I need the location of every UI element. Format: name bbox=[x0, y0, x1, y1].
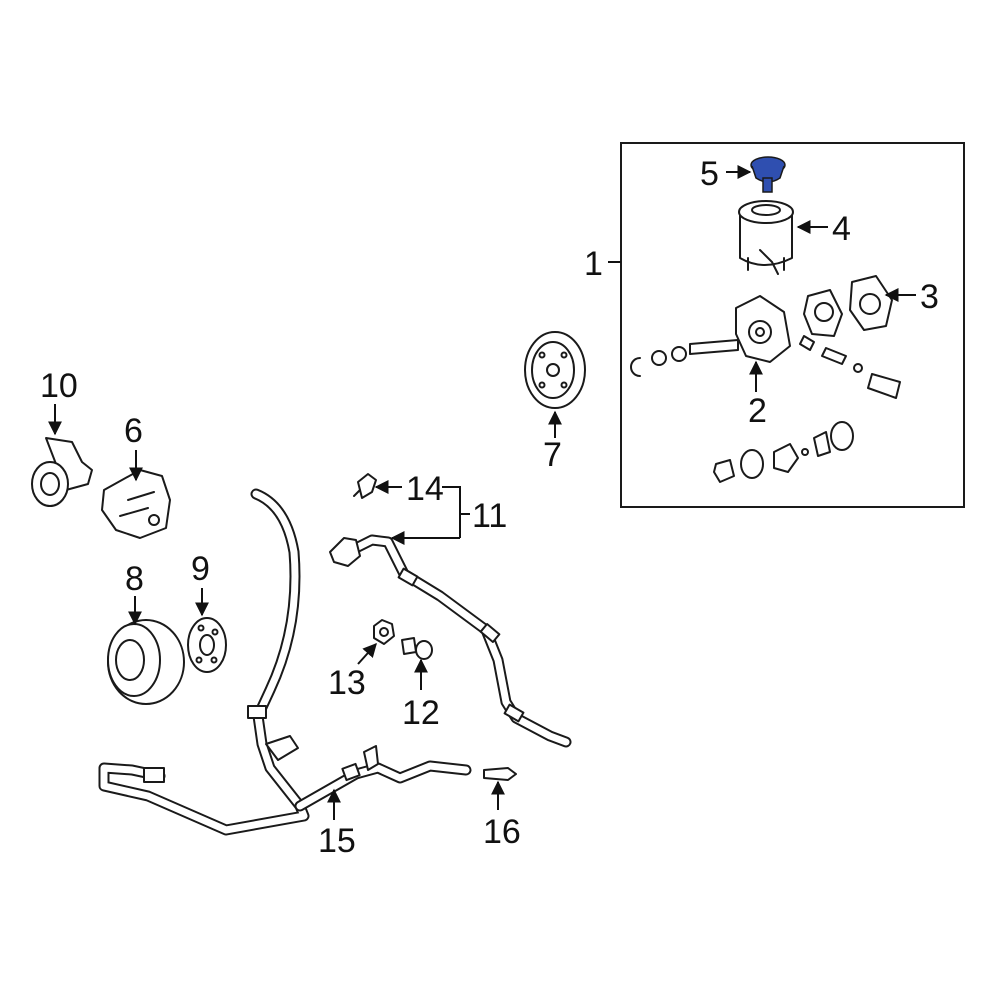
callout-15[interactable]: 15 bbox=[318, 822, 356, 860]
bolt-part-13[interactable] bbox=[373, 619, 395, 645]
callout-3[interactable]: 3 bbox=[920, 278, 939, 316]
callout-9[interactable]: 9 bbox=[191, 550, 210, 588]
drive-plate-part-9[interactable] bbox=[187, 617, 227, 673]
crank-pulley-part-8[interactable] bbox=[107, 619, 185, 705]
reservoir-cap-part-5[interactable] bbox=[750, 156, 786, 193]
leader-13 bbox=[357, 642, 377, 665]
reservoir-part-4[interactable] bbox=[738, 200, 794, 275]
pump-assembly-box bbox=[620, 142, 965, 508]
callout-11[interactable]: 11 bbox=[472, 497, 507, 535]
pump-pulley-part-7[interactable] bbox=[524, 331, 586, 409]
callout-2[interactable]: 2 bbox=[748, 392, 767, 430]
callout-4[interactable]: 4 bbox=[832, 210, 851, 248]
callout-1[interactable]: 1 bbox=[584, 245, 603, 283]
callout-8[interactable]: 8 bbox=[125, 560, 144, 598]
hose-fitting-part-16[interactable] bbox=[483, 767, 517, 781]
idler-pulley-part-10[interactable] bbox=[31, 437, 93, 507]
union-fitting-part-14[interactable] bbox=[353, 473, 377, 499]
callout-10[interactable]: 10 bbox=[40, 367, 78, 405]
union-bolt-part-12[interactable] bbox=[401, 637, 433, 660]
callout-12[interactable]: 12 bbox=[402, 694, 440, 732]
pressure-hose-part-11[interactable] bbox=[329, 534, 572, 748]
callout-6[interactable]: 6 bbox=[124, 412, 143, 450]
pump-body-part-2[interactable] bbox=[630, 295, 901, 483]
bracket-part-6[interactable] bbox=[101, 469, 171, 539]
callout-7[interactable]: 7 bbox=[543, 436, 562, 474]
callout-5[interactable]: 5 bbox=[700, 155, 719, 193]
callout-16[interactable]: 16 bbox=[483, 813, 521, 851]
return-tube-part-15[interactable] bbox=[98, 488, 472, 836]
pump-cover-part-3[interactable] bbox=[803, 275, 893, 337]
callout-14[interactable]: 14 bbox=[406, 470, 444, 508]
callout-13[interactable]: 13 bbox=[328, 664, 366, 702]
